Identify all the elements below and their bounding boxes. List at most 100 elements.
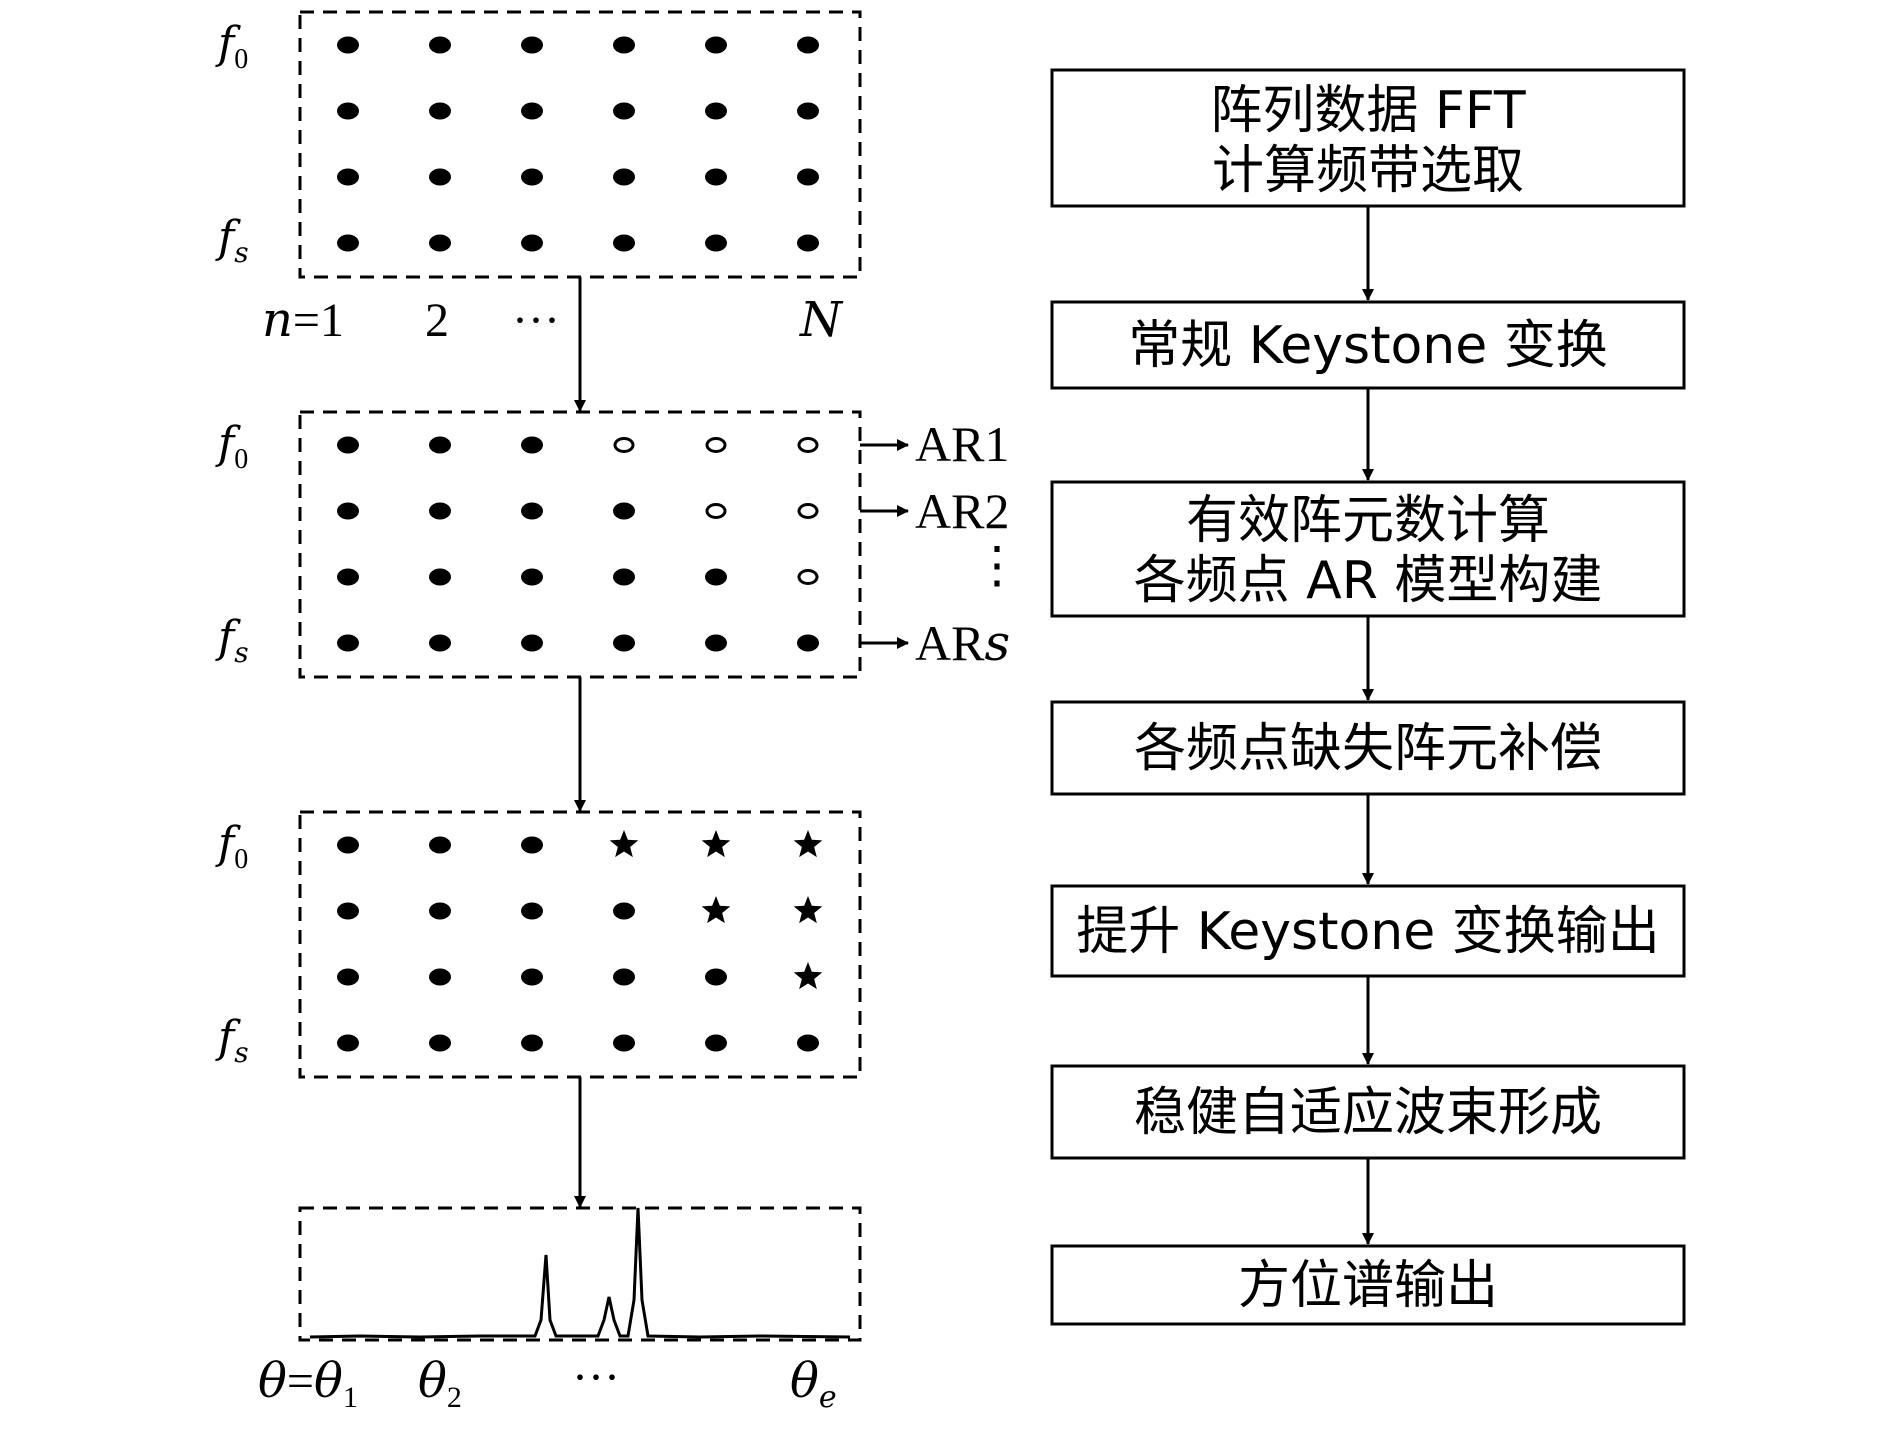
matrix-2-dot-filled-r3-c4 [613,568,635,586]
matrix-1-dot-filled-r3-c3 [521,168,543,186]
ar1-label: AR1 [915,416,1009,472]
flow-step-1-line-1: 阵列数据 FFT [1210,81,1525,141]
matrix-3-dot-filled-r3-c5 [705,968,727,986]
matrix-3-dot-filled-r2-c4 [613,902,635,920]
matrix-3-dot-filled-r1-c3 [521,836,543,854]
flow-step-7-line-1: 方位谱输出 [1238,1256,1498,1316]
matrix-2-group: f0 fs AR1 AR2 ⋮ ARs [215,410,1022,679]
matrix-2-dot-filled-r1-c1 [337,436,359,454]
flow-step-5-line-1: 提升 Keystone 变换输出 [1076,902,1660,962]
matrix-2-dot-open-r2-c5 [705,503,727,519]
matrix-2-dot-filled-r1-c3 [521,436,543,454]
flow-step-2: 常规 Keystone 变换 [1050,300,1686,390]
spectrum-group: θ=θ1 θ2 ··· θe [258,1206,862,1415]
matrix-3-dot-filled-r1-c1 [337,836,359,854]
matrix-1-dot-filled-r3-c5 [705,168,727,186]
matrix-1-dot-filled-r2-c2 [429,102,451,120]
matrix-2-dot-filled-r3-c5 [705,568,727,586]
matrix-3-dot-filled-r3-c1 [337,968,359,986]
matrix-1-dot-filled-r3-c1 [337,168,359,186]
matrix-3-f0-label: f0 [215,818,248,875]
matrix-3-dot-filled-r3-c4 [613,968,635,986]
flow-step-1: 阵列数据 FFT 计算频带选取 [1050,68,1686,208]
matrix-3-dot-filled-r4-c2 [429,1034,451,1052]
angle-axis-ellipsis: ··· [572,1351,620,1404]
matrix-3-dot-filled-r4-c5 [705,1034,727,1052]
matrix-2-dot-filled-r2-c3 [521,502,543,520]
matrix-3-group: f0 fs [215,810,862,1079]
matrix-1-dot-filled-r2-c1 [337,102,359,120]
matrix-1-dot-filled-r2-c4 [613,102,635,120]
flowchart: 阵列数据 FFT 计算频带选取 常规 Keystone 变换 有效阵元数计算 各… [1050,68,1686,1326]
matrix-1-dot-filled-r4-c5 [705,234,727,252]
matrix-1-dot-filled-r1-c6 [797,36,819,54]
matrix-1-dot-filled-r1-c1 [337,36,359,54]
matrix-3-star-compensated-r2-c5 [701,896,731,924]
matrix-1-dot-filled-r1-c3 [521,36,543,54]
matrix-2-dot-open-r1-c6 [797,437,819,453]
matrix-2-dot-open-r3-c6 [797,569,819,585]
matrix-3-star-compensated-r2-c6 [793,896,823,924]
matrix-2-dot-filled-r4-c1 [337,634,359,652]
matrix-2-dot-filled-r3-c3 [521,568,543,586]
matrix-2-dot-filled-r4-c4 [613,634,635,652]
matrix-2-dot-filled-r4-c3 [521,634,543,652]
matrix-1-dot-filled-r2-c3 [521,102,543,120]
matrix-3-dot-filled-r4-c1 [337,1034,359,1052]
flow-step-3-line-1: 有效阵元数计算 [1186,491,1550,551]
matrix-1-frame [298,10,862,279]
matrix-3-dot-filled-r2-c3 [521,902,543,920]
angle-axis-theta2: θ2 [418,1353,462,1414]
flow-step-7: 方位谱输出 [1050,1244,1686,1326]
matrix-3-dot-filled-r4-c3 [521,1034,543,1052]
matrix-2-dot-filled-r1-c2 [429,436,451,454]
flow-step-6: 稳健自适应波束形成 [1050,1064,1686,1160]
matrix-3-fs-label: fs [215,1012,249,1069]
matrix-1-group: f0 fs n=1 2 ··· N [215,10,862,348]
matrix-1-dot-filled-r4-c1 [337,234,359,252]
matrix-3-dots [337,830,823,1052]
flow-step-6-line-1: 稳健自适应波束形成 [1134,1083,1602,1143]
matrix-2-dot-filled-r4-c5 [705,634,727,652]
matrix-1-dot-filled-r4-c4 [613,234,635,252]
matrix-1-dot-filled-r3-c2 [429,168,451,186]
matrix-2-dot-filled-r2-c1 [337,502,359,520]
angle-axis-theta-e: θe [790,1353,837,1415]
matrix-3-dot-filled-r4-c4 [613,1034,635,1052]
matrix-1-dot-filled-r3-c6 [797,168,819,186]
ars-label: ARs [915,614,1010,672]
matrix-1-dot-filled-r2-c5 [705,102,727,120]
matrix-1-dot-filled-r2-c6 [797,102,819,120]
matrix-3-dot-filled-r4-c6 [797,1034,819,1052]
ar-vertical-ellipsis: ⋮ [972,537,1022,593]
matrix-2-dot-filled-r2-c4 [613,502,635,520]
matrix-1-dots [337,36,819,252]
matrix-1-dot-filled-r4-c2 [429,234,451,252]
matrix-3-dot-filled-r3-c3 [521,968,543,986]
matrix-2-dot-open-r1-c4 [613,437,635,453]
matrix-1-dot-filled-r4-c6 [797,234,819,252]
matrix-3-star-compensated-r1-c5 [701,830,731,858]
flow-step-4-line-1: 各频点缺失阵元补偿 [1134,719,1602,779]
matrix-3-star-compensated-r3-c6 [793,962,823,990]
matrix-2-dot-open-r2-c6 [797,503,819,519]
flow-step-2-line-1: 常规 Keystone 变换 [1128,316,1608,376]
angle-axis-labels: θ=θ1 [258,1353,358,1414]
matrix-1-dot-filled-r1-c5 [705,36,727,54]
spectrum-frame [298,1206,862,1342]
matrix-2-dot-filled-r3-c2 [429,568,451,586]
matrix-2-dot-filled-r4-c6 [797,634,819,652]
flow-step-4: 各频点缺失阵元补偿 [1050,700,1686,796]
matrix-1-dot-filled-r3-c4 [613,168,635,186]
matrix-2-dots [337,436,819,652]
matrix-2-dot-open-r1-c5 [705,437,727,453]
ar2-label: AR2 [915,483,1009,539]
matrix-3-dot-filled-r3-c2 [429,968,451,986]
azimuth-spectrum-curve [309,1207,851,1339]
column-index-labels: n=1 2 ··· N [262,292,844,348]
matrix-2-dot-filled-r3-c1 [337,568,359,586]
matrix-3-dot-filled-r2-c1 [337,902,359,920]
matrix-2-dot-filled-r4-c2 [429,634,451,652]
matrix-1-fs-label: fs [215,212,249,269]
